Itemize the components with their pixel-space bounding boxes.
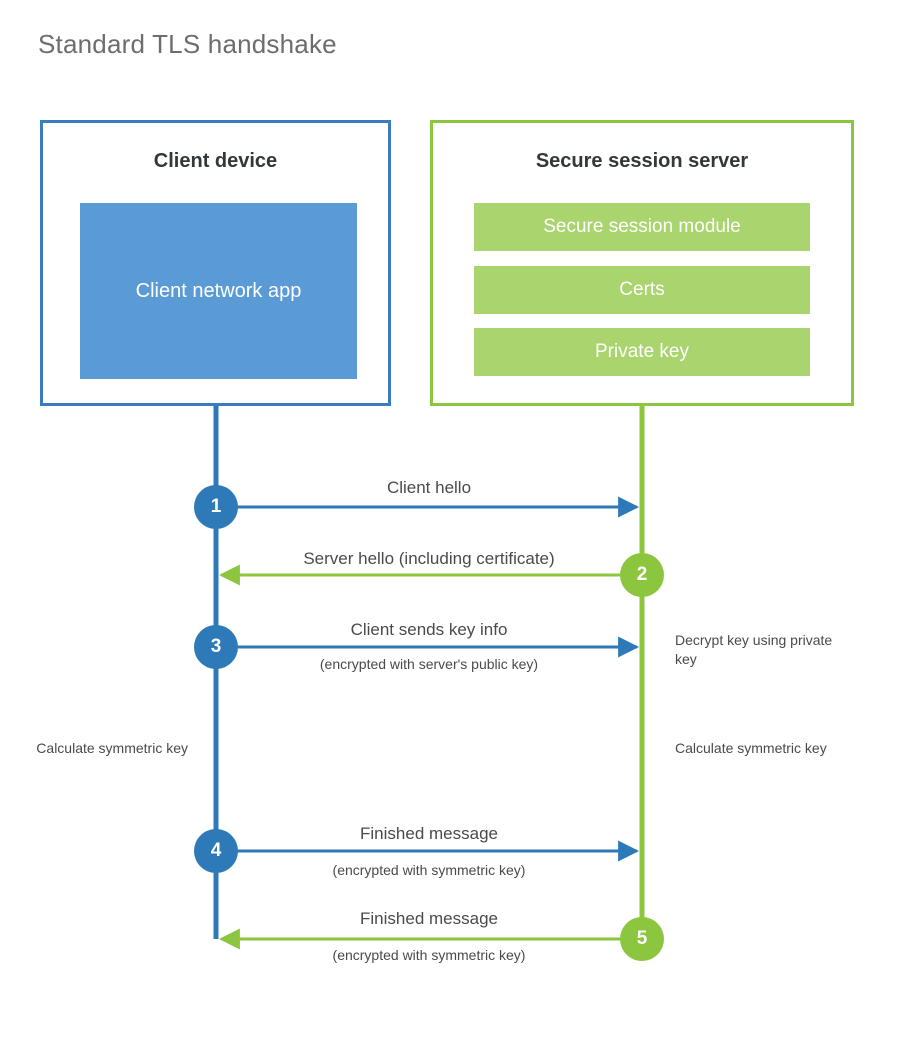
server-block-secure-session-module: Secure session module — [474, 203, 810, 251]
server-block-private-key: Private key — [474, 328, 810, 376]
server-block-label: Certs — [619, 279, 665, 300]
step-badge-number: 3 — [210, 636, 222, 657]
step-badge-number: 2 — [636, 564, 648, 585]
step-badge-number: 5 — [636, 928, 648, 949]
step-badge-5[interactable]: 5 — [620, 917, 664, 961]
step-badge-4[interactable]: 4 — [194, 829, 238, 873]
message-label-step-2: Server hello (including certificate) — [303, 549, 555, 568]
client-device-title: Client device — [153, 150, 278, 172]
secure-session-server-title: Secure session server — [535, 150, 749, 172]
step-badge-1[interactable]: 1 — [194, 485, 238, 529]
message-sublabel-step-5: (encrypted with symmetric key) — [332, 947, 526, 963]
step-badge-number: 1 — [210, 496, 222, 517]
client-device-box: Client device Client network app — [40, 120, 391, 406]
message-label-step-1: Client hello — [386, 478, 472, 497]
server-block-label: Private key — [595, 341, 689, 362]
step-badge-3[interactable]: 3 — [194, 625, 238, 669]
annotation-server-decrypt: Decrypt key using private key — [675, 632, 833, 667]
message-label-step-5: Finished message — [360, 909, 498, 928]
annotation-client-calculate-symmetric-key: Calculate symmetric key — [36, 740, 188, 756]
step-badge-number: 4 — [210, 840, 222, 861]
message-sublabel-step-4: (encrypted with symmetric key) — [332, 862, 526, 878]
step-badge-2[interactable]: 2 — [620, 553, 664, 597]
message-sublabel-step-3: (encrypted with server's public key) — [319, 656, 539, 672]
message-label-step-3: Client sends key info — [350, 620, 508, 639]
client-network-app-block: Client network app — [80, 203, 357, 379]
client-network-app-label: Client network app — [135, 279, 302, 302]
annotation-server-calculate-symmetric-key: Calculate symmetric key — [675, 740, 827, 756]
secure-session-server-box: Secure session server Secure session mod… — [430, 120, 854, 406]
server-block-label: Secure session module — [543, 216, 741, 237]
server-block-certs: Certs — [474, 266, 810, 314]
page-title: Standard TLS handshake — [38, 29, 337, 59]
message-label-step-4: Finished message — [360, 824, 498, 843]
